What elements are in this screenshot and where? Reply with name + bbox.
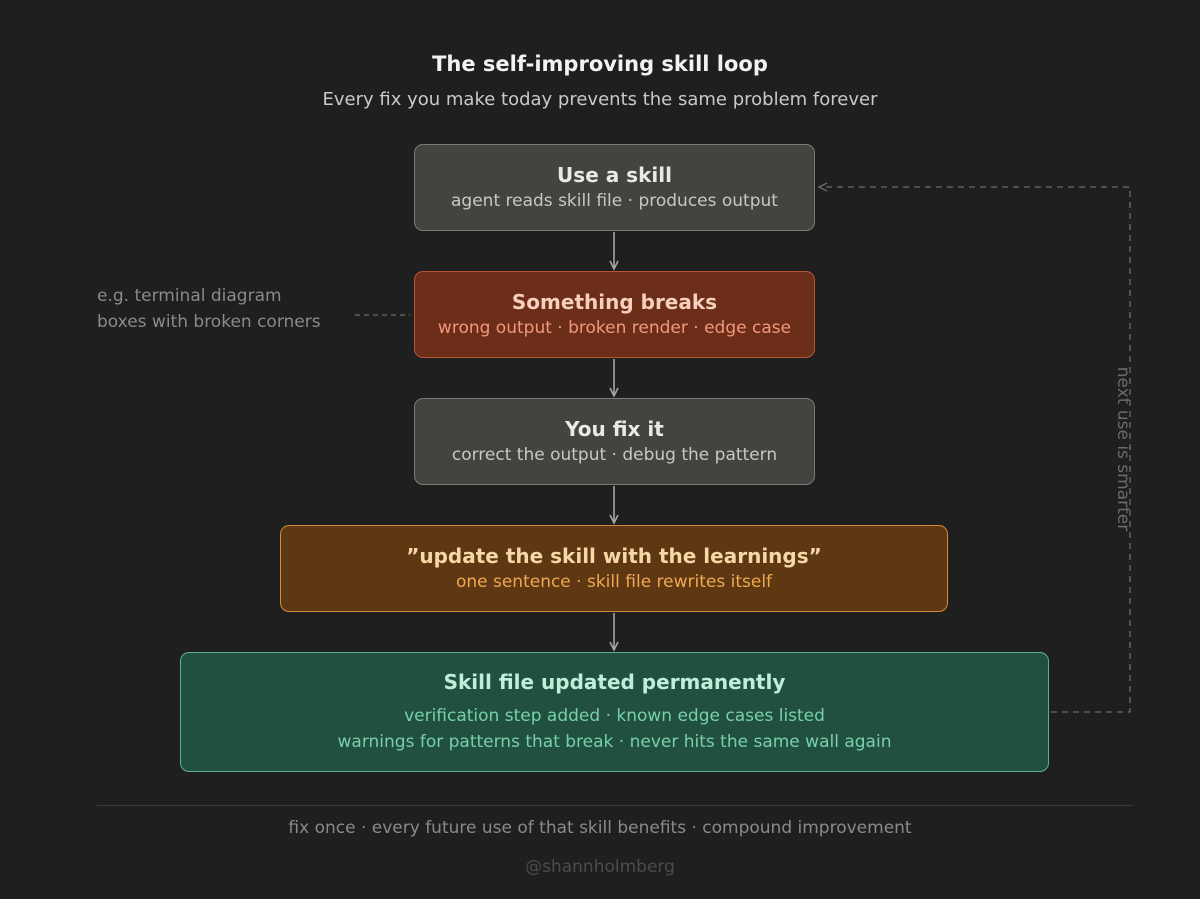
annotation-line: e.g. terminal diagram <box>97 286 282 306</box>
step-title: You fix it <box>565 416 664 441</box>
annotation-line: boxes with broken corners <box>97 312 321 332</box>
step-detail: one sentence · skill file rewrites itsel… <box>455 571 773 592</box>
step-detail: verification step added · known edge cas… <box>404 706 825 726</box>
diagram-subtitle: Every fix you make today prevents the sa… <box>322 89 878 110</box>
step-use-skill: Use a skill agent reads skill file · pro… <box>414 144 815 231</box>
step-detail: warnings for patterns that break · never… <box>337 732 892 752</box>
footer-caption: fix once · every future use of that skil… <box>288 818 912 838</box>
loop-back-arrow <box>817 182 1131 713</box>
step-title: Use a skill <box>557 162 672 187</box>
footer-divider <box>97 805 1133 806</box>
step-something-breaks: Something breaks wrong output · broken r… <box>414 271 815 358</box>
example-annotation: e.g. terminal diagram boxes with broken … <box>97 283 321 335</box>
step-detail: wrong output · broken render · edge case <box>437 317 792 338</box>
step-skill-file-updated: Skill file updated permanently verificat… <box>180 652 1049 772</box>
step-title: Something breaks <box>511 289 718 314</box>
step-title: Skill file updated permanently <box>443 670 786 694</box>
step-update-skill: ”update the skill with the learnings” on… <box>280 525 948 612</box>
author-handle: @shannholmberg <box>525 857 675 877</box>
step-you-fix-it: You fix it correct the output · debug th… <box>414 398 815 485</box>
loop-label: next use is smarter <box>1113 366 1133 532</box>
step-detail: correct the output · debug the pattern <box>451 444 778 465</box>
diagram-title: The self-improving skill loop <box>432 52 768 76</box>
step-detail: agent reads skill file · produces output <box>451 190 778 211</box>
step-title: ”update the skill with the learnings” <box>406 543 822 568</box>
